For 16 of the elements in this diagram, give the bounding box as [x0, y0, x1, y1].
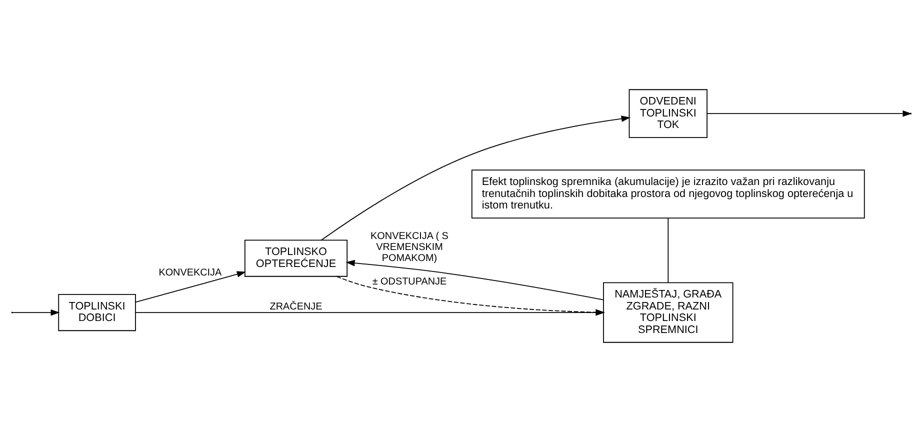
arrow: [135, 271, 246, 303]
connector: [668, 218, 669, 284]
edge-label: KONVEKCIJA ( S VREMENSKIM POMAKOM): [370, 231, 448, 264]
node-box: Efekt toplinskog spremnika (akumulacije) je izrazito važan pri razlikovanju trenutačnih toplinskih dobitaka prostora od njegovog toplinskog opterećenja u istom trenutku.: [471, 170, 865, 218]
node-box: TOPLINSKI DOBICI: [58, 294, 136, 332]
node-box: NAMJEŠTAJ, GRAĐA ZGRADE, RAZNI TOPLINSKI SPREMNICI: [603, 282, 734, 343]
edge-label: ZRAČENJE: [270, 302, 322, 313]
arrow: [336, 276, 605, 316]
node-box: TOPLINSKO OPTEREĆENJE: [244, 240, 348, 277]
edge-label: ± ODSTUPANJE: [372, 276, 447, 288]
arrow: [135, 309, 605, 316]
arrow: [12, 309, 60, 316]
node-box: ODVEDENI TOPLINSKI TOK: [628, 89, 708, 138]
edge-label: KONVEKCIJA: [158, 267, 222, 278]
arrow: [320, 116, 630, 241]
arrow: [346, 260, 604, 300]
